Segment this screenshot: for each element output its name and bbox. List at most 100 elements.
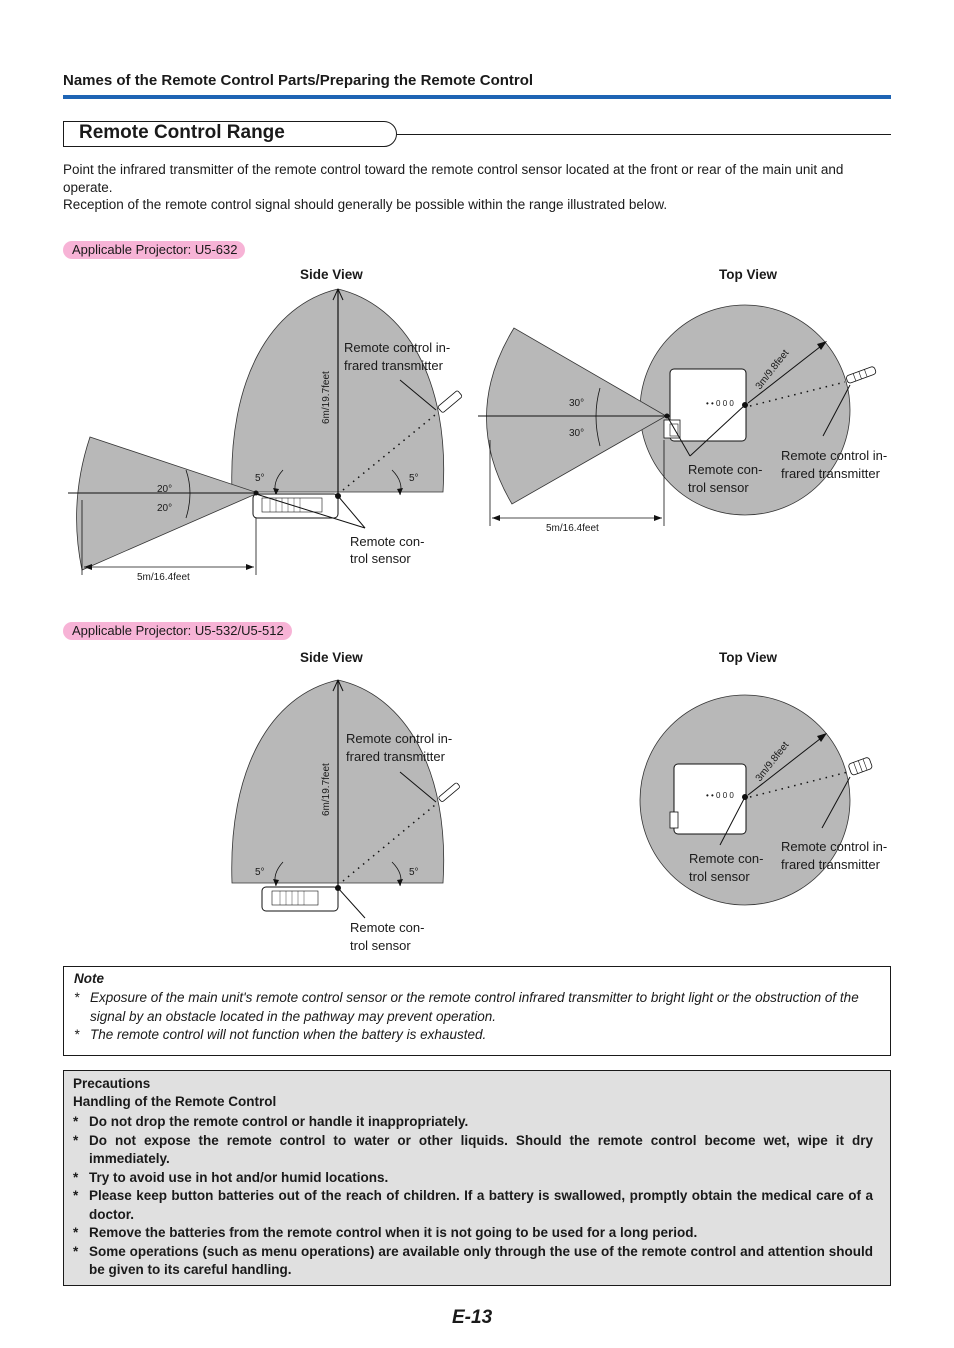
note-text: Exposure of the main unit's remote contr… [90,990,859,1024]
signal-path [342,414,436,491]
radius-label: 3m/9.8feet [754,740,792,784]
signal-path [749,381,846,407]
projector-unit [261,885,341,912]
vertical-range-area [231,288,445,493]
note-title: Note [74,971,104,986]
angle-label: 5° [255,867,265,878]
side-view-label: Side View [300,650,363,665]
side-view-diagram-2: Remote control in- frared transmitter Re… [231,679,460,953]
angle-label: 30° [569,398,584,409]
note-text: The remote control will not function whe… [90,1027,487,1042]
note-box [63,966,891,1056]
leader-line [255,493,366,529]
angle-arc [595,387,601,447]
transmitter-label: frared transmitter [781,466,881,481]
sensor-label: Remote con- [689,851,763,866]
bullet-star: * [73,1188,79,1203]
side-view-label: Side View [300,267,363,282]
precautions-title: Precautions [73,1076,151,1091]
precautions-box [63,1070,891,1286]
leader-line [337,495,366,529]
list-item-text: Please keep button batteries out of the … [89,1188,873,1222]
list-item-text: Do not expose the remote control to wate… [89,1132,873,1167]
list-item: * Do not expose the remote control to wat… [73,1132,873,1169]
transmitter-label: Remote control in- [781,839,887,854]
angle-label: 20° [157,503,172,514]
leader-line [822,384,851,437]
distance-label: 6m/19.7feet [321,371,332,424]
precautions-list: * Do not drop the remote control or handl… [73,1113,873,1280]
precautions-subtitle: Handling of the Remote Control [73,1094,277,1109]
transmitter-label: Remote control in- [344,340,450,355]
bullet-star: * [73,1225,79,1240]
remote-control-icon [438,782,460,802]
leader-line [821,776,851,829]
sensor-label: trol sensor [350,551,411,566]
distance-label: 5m/16.4feet [546,523,599,534]
sensor-label: Remote con- [688,462,762,477]
projector-top [673,763,747,835]
list-item: * Do not drop the remote control or handl… [73,1113,873,1132]
title-frame [63,121,397,147]
projector-badge: Applicable Projector: U5-632 [63,241,246,259]
intro-paragraph: Point the infrared transmitter of the re… [63,162,844,195]
list-item: * Remove the batteries from the remote co… [73,1224,873,1243]
angle-arc [185,469,191,519]
sensor-label: trol sensor [688,480,749,495]
signal-path [342,804,436,882]
svg-text:• • 0 0 0: • • 0 0 0 [706,399,734,408]
angle-label: 5° [255,473,265,484]
intro-paragraph: Reception of the remote control signal s… [63,197,668,212]
radius-arrow [747,734,826,796]
projector-badge: Applicable Projector: U5-532/U5-512 [63,622,292,640]
top-view-diagram-2: • • 0 0 0 3m/9.8feet Remote con- trol se… [639,694,887,906]
list-item-text: Some operations (such as menu operations… [89,1243,873,1278]
section-header: Names of the Remote Control Parts/Prepar… [63,72,534,89]
transmitter-label: frared transmitter [344,358,444,373]
front-range-area [486,327,667,505]
remote-control-icon [437,390,463,413]
leader-line [666,415,691,457]
vertical-range-area [231,679,445,884]
bullet-star: * [73,1132,79,1148]
intro-text: Point the infrared transmitter of the re… [63,161,893,214]
bullet-star: * [74,1027,80,1042]
leader-line [399,771,437,803]
angle-label: 20° [157,484,172,495]
signal-path [749,771,849,798]
sensor-label: trol sensor [350,938,411,953]
bullet-star: * [74,990,80,1005]
list-item-text: Try to avoid use in hot and/or humid loc… [89,1169,389,1185]
remote-control-icon [846,366,877,384]
list-item: *Try to avoid use in hot and/or humid lo… [73,1169,873,1188]
list-item-text: Do not drop the remote control or handle… [89,1114,469,1129]
angle-label: 5° [409,867,419,878]
leader-line [689,404,746,457]
list-item-text: Remove the batteries from the remote con… [89,1225,698,1240]
top-range-circle [639,694,851,906]
top-view-label: Top View [719,267,778,282]
svg-text:• • 0 0 0: • • 0 0 0 [706,791,734,800]
top-view-diagram: • • 0 0 0 30° 30° 5m/16.4feet 3m/9.8feet… [478,304,887,534]
distance-label: 5m/16.4feet [137,572,190,583]
note-item: * The remote control will not function w… [74,1026,884,1045]
transmitter-label: frared transmitter [346,749,446,764]
sensor-label: Remote con- [350,534,424,549]
leader-line [719,796,746,846]
list-item: *Some operations (such as menu operation… [73,1243,873,1280]
distance-label: 6m/19.7feet [321,763,332,816]
sensor-label: Remote con- [350,920,424,935]
page-number: E-13 [452,1307,493,1328]
projector-top [669,368,747,442]
title-rule [397,134,891,135]
remote-control-icon [848,757,873,776]
transmitter-label: Remote control in- [346,731,452,746]
sensor-label: trol sensor [689,869,750,884]
transmitter-label: Remote control in- [781,448,887,463]
note-item: * Exposure of the main unit's remote con… [74,989,884,1026]
horizontal-range-area [76,436,260,571]
leader-line [399,379,437,411]
leader-line [337,887,366,919]
bullet-star: * [73,1114,79,1129]
transmitter-label: frared transmitter [781,857,881,872]
